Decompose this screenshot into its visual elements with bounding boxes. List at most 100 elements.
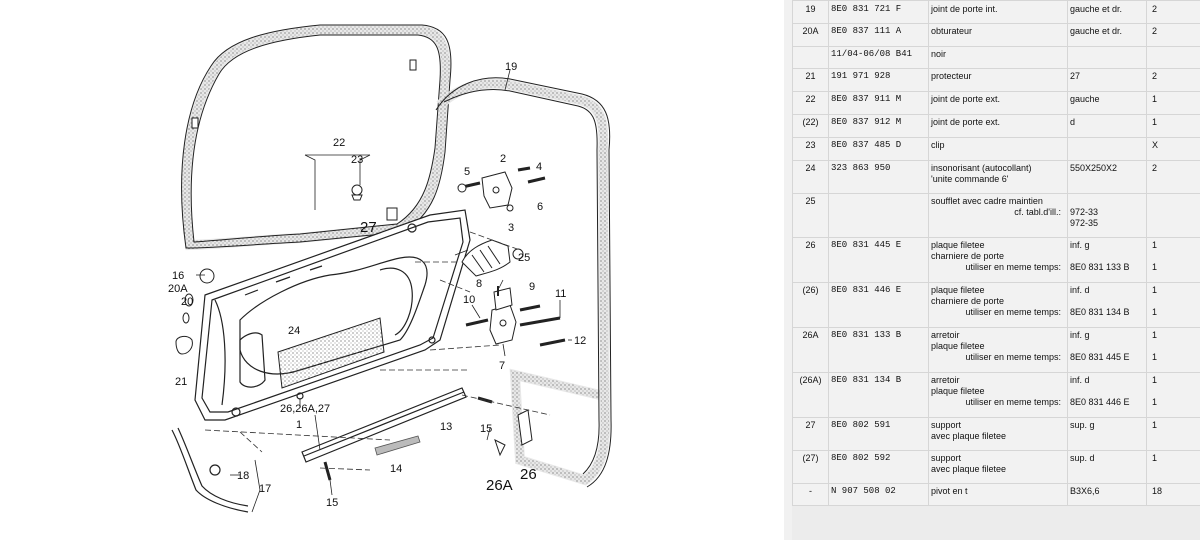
cell-part-number [828, 193, 929, 238]
label-26-group: 26,26A,27 [280, 403, 330, 415]
position-text: 24 [805, 163, 816, 173]
remark-line: 27 [1070, 71, 1081, 81]
remark-line: gauche et dr. [1070, 26, 1123, 36]
door-diagram-svg: 2 3 4 5 6 7 8 9 10 11 12 13 14 15 15 16 … [168, 24, 612, 513]
remark-line: 972-33 [1070, 207, 1099, 217]
lower-hinge-part-7 [489, 287, 517, 345]
cell-position: (26) [792, 282, 829, 328]
label-17: 17 [259, 483, 271, 495]
description-line: plaque filetee [931, 386, 985, 396]
remark-line: sup. d [1070, 453, 1095, 463]
quantity-text: 1 [1152, 420, 1158, 430]
panel-divider [784, 0, 792, 540]
position-text: 23 [805, 140, 816, 150]
cell-remark [1067, 46, 1147, 69]
cell-quantity: 2 [1146, 23, 1200, 47]
cell-quantity: X [1146, 137, 1200, 161]
spacer [1152, 341, 1198, 352]
spacer [1152, 251, 1198, 262]
label-21: 21 [175, 376, 187, 388]
assembly-dash-lines [204, 231, 551, 471]
cell-part-number: 11/04-06/08 B41 [828, 46, 929, 69]
description-line: charniere de porte [931, 296, 1005, 306]
label-1: 1 [296, 419, 302, 431]
cell-part-number: N 907 508 02 [828, 483, 929, 506]
cell-description: joint de porte ext. [928, 91, 1068, 115]
part-number-text: 8E0 802 591 [831, 420, 891, 430]
cell-position: 25 [792, 193, 829, 238]
description-line: plaque filetee [931, 341, 985, 351]
upper-hinge-part-2 [481, 171, 513, 209]
description-line: avec plaque filetee [931, 431, 1007, 441]
description-line: noir [931, 49, 947, 59]
description-line: avec plaque filetee [931, 464, 1007, 474]
quantity-text: 2 [1152, 71, 1158, 81]
part-number-text: 8E0 837 111 A [831, 26, 902, 36]
quantity-text-2: 1 [1152, 262, 1158, 272]
cell-part-number: 8E0 831 133 B [828, 327, 929, 373]
remark-line [1070, 386, 1144, 397]
cell-quantity [1146, 46, 1200, 69]
description-line: protecteur [931, 71, 972, 81]
label-7: 7 [499, 360, 505, 372]
position-text: 26A [802, 330, 819, 340]
cell-remark: B3X6,6 [1067, 483, 1147, 506]
label-4: 4 [536, 161, 542, 173]
cell-position: 26A [792, 327, 829, 373]
label-24: 24 [288, 325, 300, 337]
cell-quantity: 2 [1146, 0, 1200, 24]
remark-line: inf. g [1070, 330, 1090, 340]
description-line: insonorisant (autocollant) [931, 163, 1032, 173]
cell-position: 27 [792, 417, 829, 451]
quantity-text-2: 1 [1152, 352, 1158, 362]
label-14: 14 [390, 463, 402, 475]
label-19: 19 [505, 61, 517, 73]
cell-part-number: 191 971 928 [828, 68, 929, 92]
description-line: cf. tabl.d'ill.: [1014, 207, 1061, 217]
cell-remark: inf. d 8E0 831 446 E [1067, 372, 1147, 418]
remark-line: inf. d [1070, 375, 1090, 385]
cell-quantity [1146, 193, 1200, 238]
cell-quantity: 2 [1146, 68, 1200, 92]
part-number-text: 323 863 950 [831, 163, 891, 173]
label-20: 20 [181, 296, 193, 308]
cell-remark: d [1067, 114, 1147, 138]
remark-line [1070, 140, 1144, 151]
exploded-parts-diagram: 2 3 4 5 6 7 8 9 10 11 12 13 14 15 15 16 … [168, 24, 612, 513]
quantity-text: 2 [1152, 163, 1158, 173]
remark-line: 8E0 831 445 E [1070, 352, 1130, 362]
cell-part-number: 8E0 837 911 M [828, 91, 929, 115]
label-12: 12 [574, 335, 586, 347]
description-line: utiliser en meme temps: [965, 352, 1061, 362]
remark-line: B3X6,6 [1070, 486, 1100, 496]
position-text: 19 [805, 4, 816, 14]
description-line: obturateur [931, 26, 973, 36]
description-line: plaque filetee [931, 285, 985, 295]
remark-line [1070, 341, 1144, 352]
part-number-text: 8E0 837 912 M [831, 117, 902, 127]
quantity-text: 1 [1152, 94, 1158, 104]
leader-lines [196, 69, 572, 513]
cell-remark: gauche [1067, 91, 1147, 115]
part-number-text: 191 971 928 [831, 71, 891, 81]
part-number-text: 8E0 802 592 [831, 453, 891, 463]
remark-line: gauche [1070, 94, 1100, 104]
label-20A: 20A [168, 283, 188, 295]
cell-remark: 27 [1067, 68, 1147, 92]
cell-quantity: 1 [1146, 450, 1200, 484]
label-18: 18 [237, 470, 249, 482]
cell-description: clip [928, 137, 1068, 161]
